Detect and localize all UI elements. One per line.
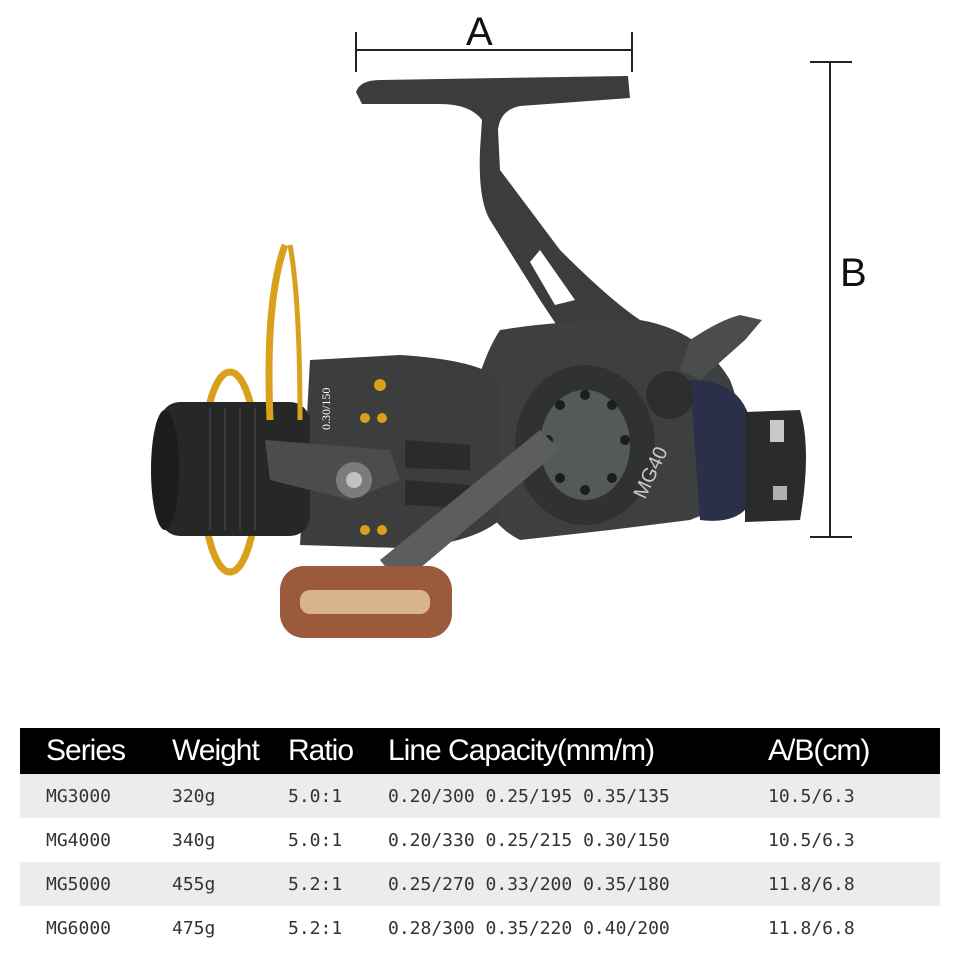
- cell-ab: 10.5/6.3: [768, 818, 940, 862]
- header-series: Series: [20, 728, 172, 774]
- cell-weight: 340g: [172, 818, 288, 862]
- dimension-a-label: A: [466, 10, 493, 54]
- cell-series: MG6000: [20, 906, 172, 950]
- spec-table: Series Weight Ratio Line Capacity(mm/m) …: [20, 728, 940, 950]
- cell-ratio: 5.2:1: [288, 862, 388, 906]
- reel-handle: [265, 430, 560, 638]
- table-row: MG4000 340g 5.0:1 0.20/330 0.25/215 0.30…: [20, 818, 940, 862]
- header-weight: Weight: [172, 728, 288, 774]
- cell-line-capacity: 0.20/300 0.25/195 0.35/135: [388, 774, 768, 818]
- cell-series: MG3000: [20, 774, 172, 818]
- product-photo: 0.30/150 MG40 A B: [151, 10, 867, 638]
- table-header-row: Series Weight Ratio Line Capacity(mm/m) …: [20, 728, 940, 774]
- reel-bail: [265, 243, 303, 421]
- cell-weight: 455g: [172, 862, 288, 906]
- reel-body: [469, 315, 806, 540]
- cell-ratio: 5.0:1: [288, 818, 388, 862]
- header-line-capacity: Line Capacity(mm/m): [388, 728, 768, 774]
- cell-ratio: 5.2:1: [288, 906, 388, 950]
- table-row: MG5000 455g 5.2:1 0.25/270 0.33/200 0.35…: [20, 862, 940, 906]
- header-ratio: Ratio: [288, 728, 388, 774]
- dimension-b-label: B: [840, 251, 867, 295]
- cell-weight: 475g: [172, 906, 288, 950]
- reel-spool: [151, 368, 310, 576]
- cell-ab: 11.8/6.8: [768, 862, 940, 906]
- dimension-b-line: [810, 61, 852, 538]
- cell-ab: 11.8/6.8: [768, 906, 940, 950]
- cell-weight: 320g: [172, 774, 288, 818]
- dimension-a-line: [355, 32, 633, 72]
- spool-capacity-text: 0.30/150: [319, 388, 333, 430]
- cell-series: MG5000: [20, 862, 172, 906]
- cell-ratio: 5.0:1: [288, 774, 388, 818]
- reel-illustration: 0.30/150 MG40: [151, 32, 852, 638]
- cell-line-capacity: 0.20/330 0.25/215 0.30/150: [388, 818, 768, 862]
- reel-foot: [356, 76, 640, 330]
- cell-line-capacity: 0.28/300 0.35/220 0.40/200: [388, 906, 768, 950]
- cell-line-capacity: 0.25/270 0.33/200 0.35/180: [388, 862, 768, 906]
- cell-ab: 10.5/6.3: [768, 774, 940, 818]
- table-row: MG6000 475g 5.2:1 0.28/300 0.35/220 0.40…: [20, 906, 940, 950]
- cell-series: MG4000: [20, 818, 172, 862]
- header-ab: A/B(cm): [768, 728, 940, 774]
- table-row: MG3000 320g 5.0:1 0.20/300 0.25/195 0.35…: [20, 774, 940, 818]
